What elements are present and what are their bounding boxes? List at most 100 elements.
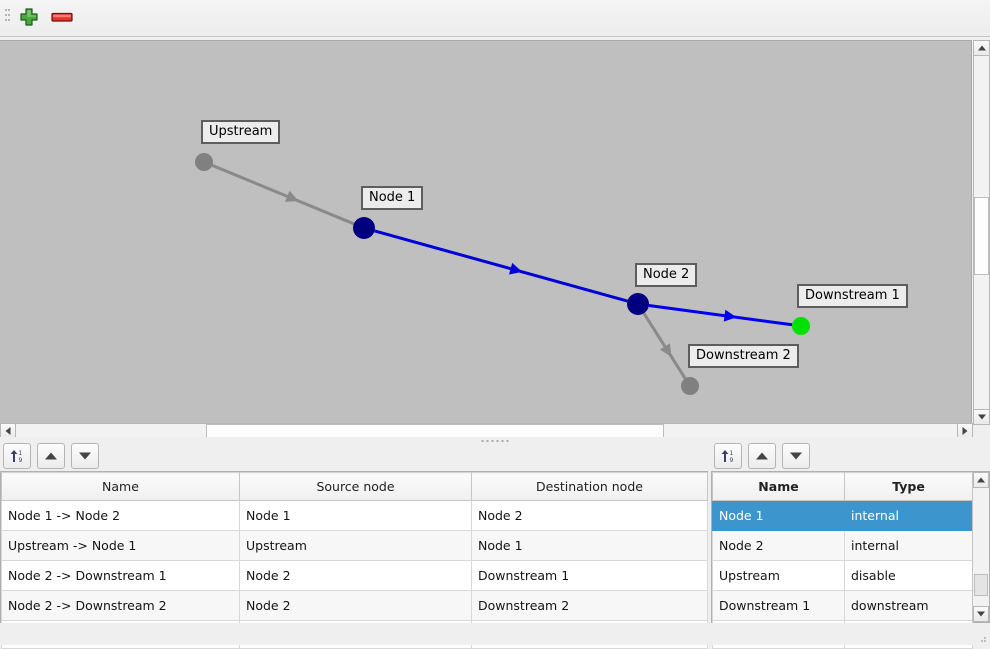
- edges-table-cell-1-2[interactable]: Node 1: [471, 530, 708, 561]
- edges-table-cell-2-1[interactable]: Node 2: [239, 560, 472, 591]
- triangle-up-icon: [756, 452, 768, 460]
- graph-edge-node2-downstream1[interactable]: [648, 303, 793, 327]
- grip-dot: [981, 640, 983, 642]
- nodes-table-column-header-0[interactable]: Name: [712, 472, 845, 501]
- scroll-up-button[interactable]: [973, 472, 989, 488]
- status-bar: [0, 623, 990, 645]
- nodes-table-cell-2-0[interactable]: Upstream: [712, 560, 845, 591]
- nodes-sort-button[interactable]: 1 9: [714, 443, 742, 469]
- edges-table-cell-1-1[interactable]: Upstream: [239, 530, 472, 561]
- edges-table-cell-2-2[interactable]: Downstream 1: [471, 560, 708, 591]
- graph-node-label-downstream1[interactable]: Downstream 1: [797, 284, 908, 308]
- graph-edge-node1-node2[interactable]: [374, 229, 628, 303]
- nodes-vscroll-thumb[interactable]: [974, 574, 988, 596]
- chevron-right-icon: [962, 427, 968, 435]
- resize-grip[interactable]: [978, 634, 986, 642]
- edges-table-cell-0-0[interactable]: Node 1 -> Node 2: [1, 500, 240, 531]
- chevron-down-icon: [977, 611, 985, 617]
- nodes-pane-toolbar: 1 9: [711, 443, 990, 471]
- graph-node-node2[interactable]: [627, 293, 649, 315]
- sort-icon: 1 9: [721, 450, 734, 464]
- grip-dot: [5, 9, 7, 11]
- edges-move-up-button[interactable]: [37, 443, 65, 469]
- graph-edge-upstream-node1[interactable]: [211, 164, 355, 226]
- edges-table-cell-0-2[interactable]: Node 2: [471, 500, 708, 531]
- nodes-table-cell-1-0[interactable]: Node 2: [712, 530, 845, 561]
- graph-node-label-node1[interactable]: Node 1: [361, 186, 424, 210]
- graph-node-downstream1[interactable]: [792, 317, 810, 335]
- toolbar-drag-handle[interactable]: [5, 9, 10, 29]
- nodes-table-column-header-1[interactable]: Type: [844, 472, 973, 501]
- splitter-grip: [481, 440, 509, 442]
- graph-node-upstream[interactable]: [195, 153, 213, 171]
- nodes-table-cell-0-0[interactable]: Node 1: [712, 500, 845, 531]
- edges-table-cell-2-0[interactable]: Node 2 -> Downstream 1: [1, 560, 240, 591]
- graph-node-label-upstream[interactable]: Upstream: [201, 120, 281, 144]
- nodes-table-cell-2-1[interactable]: disable: [844, 560, 973, 591]
- nodes-table-vertical-scrollbar[interactable]: [972, 472, 989, 622]
- graph-node-label-node2[interactable]: Node 2: [635, 263, 698, 287]
- sort-icon: 1 9: [10, 450, 23, 464]
- nodes-table-cell-1-1[interactable]: internal: [844, 530, 973, 561]
- graph-node-node1[interactable]: [353, 217, 375, 239]
- graph-edge-arrow-upstream-node1: [284, 190, 299, 202]
- edges-table-column-header-2[interactable]: Destination node: [471, 472, 708, 501]
- edges-table-column-header-1[interactable]: Source node: [239, 472, 472, 501]
- graph-node-label-downstream2[interactable]: Downstream 2: [688, 344, 799, 368]
- scroll-down-button[interactable]: [973, 409, 990, 425]
- nodes-move-down-button[interactable]: [782, 443, 810, 469]
- canvas-vertical-scrollbar[interactable]: [973, 40, 990, 425]
- svg-text:9: 9: [19, 457, 23, 464]
- scroll-down-button[interactable]: [973, 606, 989, 622]
- nodes-move-up-button[interactable]: [748, 443, 776, 469]
- edges-table-cell-0-1[interactable]: Node 1: [239, 500, 472, 531]
- triangle-down-icon: [79, 452, 91, 460]
- canvas-hscroll-thumb[interactable]: [206, 424, 664, 438]
- edges-table-cell-3-2[interactable]: Downstream 2: [471, 590, 708, 621]
- delete-node-button[interactable]: [49, 6, 75, 31]
- grip-dot: [486, 440, 489, 442]
- scroll-up-button[interactable]: [973, 40, 990, 56]
- grip-dot: [5, 19, 7, 21]
- edges-table-column-header-0[interactable]: Name: [1, 472, 240, 501]
- graph-edge-arrow-node2-downstream1: [723, 309, 737, 322]
- nodes-table-cell-3-0[interactable]: Downstream 1: [712, 590, 845, 621]
- svg-text:1: 1: [730, 450, 734, 457]
- edges-table-cell-3-1[interactable]: Node 2: [239, 590, 472, 621]
- chevron-up-icon: [977, 477, 985, 483]
- splitter-handle[interactable]: [0, 437, 990, 445]
- grip-dot: [501, 440, 504, 442]
- add-node-button[interactable]: [16, 6, 42, 31]
- edges-sort-button[interactable]: 1 9: [3, 443, 31, 469]
- graph-edge-node2-downstream2[interactable]: [642, 312, 687, 380]
- graph-node-downstream2[interactable]: [681, 377, 699, 395]
- edges-pane-toolbar: 1 9: [0, 443, 708, 471]
- nodes-table-cell-0-1[interactable]: internal: [844, 500, 973, 531]
- green-plus-icon: [20, 8, 38, 26]
- chevron-up-icon: [977, 45, 986, 51]
- graph-edge-arrow-node2-downstream2: [659, 343, 672, 357]
- edges-table-cell-3-0[interactable]: Node 2 -> Downstream 2: [1, 590, 240, 621]
- edges-table-cell-1-0[interactable]: Upstream -> Node 1: [1, 530, 240, 561]
- nodes-table-cell-3-1[interactable]: downstream: [844, 590, 973, 621]
- edges-move-down-button[interactable]: [71, 443, 99, 469]
- graph-edge-arrow-node1-node2: [509, 262, 523, 275]
- triangle-down-icon: [790, 452, 802, 460]
- grip-dot: [496, 440, 499, 442]
- chevron-down-icon: [977, 414, 986, 420]
- canvas-vscroll-thumb[interactable]: [974, 197, 989, 275]
